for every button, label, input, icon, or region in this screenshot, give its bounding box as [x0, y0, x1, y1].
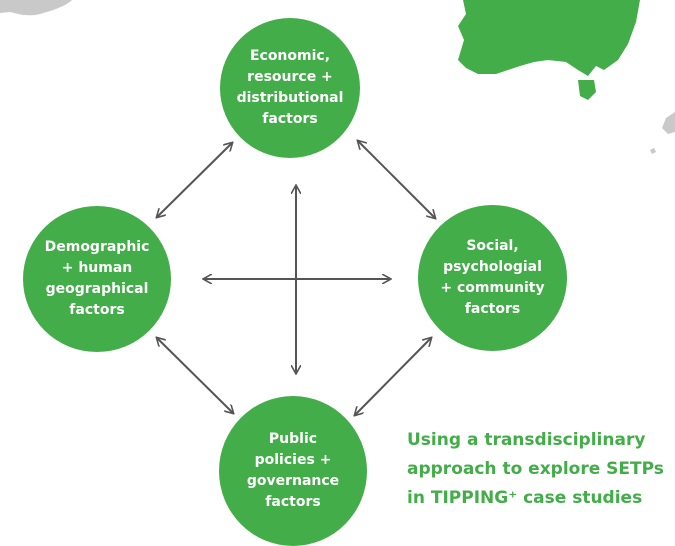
arrow-bottom-right — [355, 338, 431, 415]
map-fragment-right-edge — [662, 112, 675, 134]
arrow-bottom-left — [157, 338, 233, 413]
node-demographic-factors-label: Demographic + human geographical factors — [44, 239, 150, 318]
node-policy-factors-label: Public policies + governance factors — [246, 431, 340, 510]
arrow-top-left — [157, 143, 232, 217]
map-fragment-tasmania — [578, 80, 596, 100]
map-fragment-right-small — [650, 148, 656, 154]
node-policy-factors: Public policies + governance factors — [219, 396, 367, 546]
node-social-factors: Social, psychologial + community factors — [418, 205, 567, 351]
map-fragment-australia — [458, 0, 640, 76]
node-demographic-factors: Demographic + human geographical factors — [23, 206, 171, 352]
arrow-top-right — [358, 141, 435, 218]
node-social-factors-label: Social, psychologial + community factors — [440, 238, 545, 317]
map-fragment-top-left — [0, 0, 72, 16]
node-economic-factors: Economic, resource + distributional fact… — [220, 18, 360, 158]
node-economic-factors-label: Economic, resource + distributional fact… — [236, 48, 344, 127]
diagram-caption: Using a transdisciplinary approach to ex… — [407, 430, 664, 508]
